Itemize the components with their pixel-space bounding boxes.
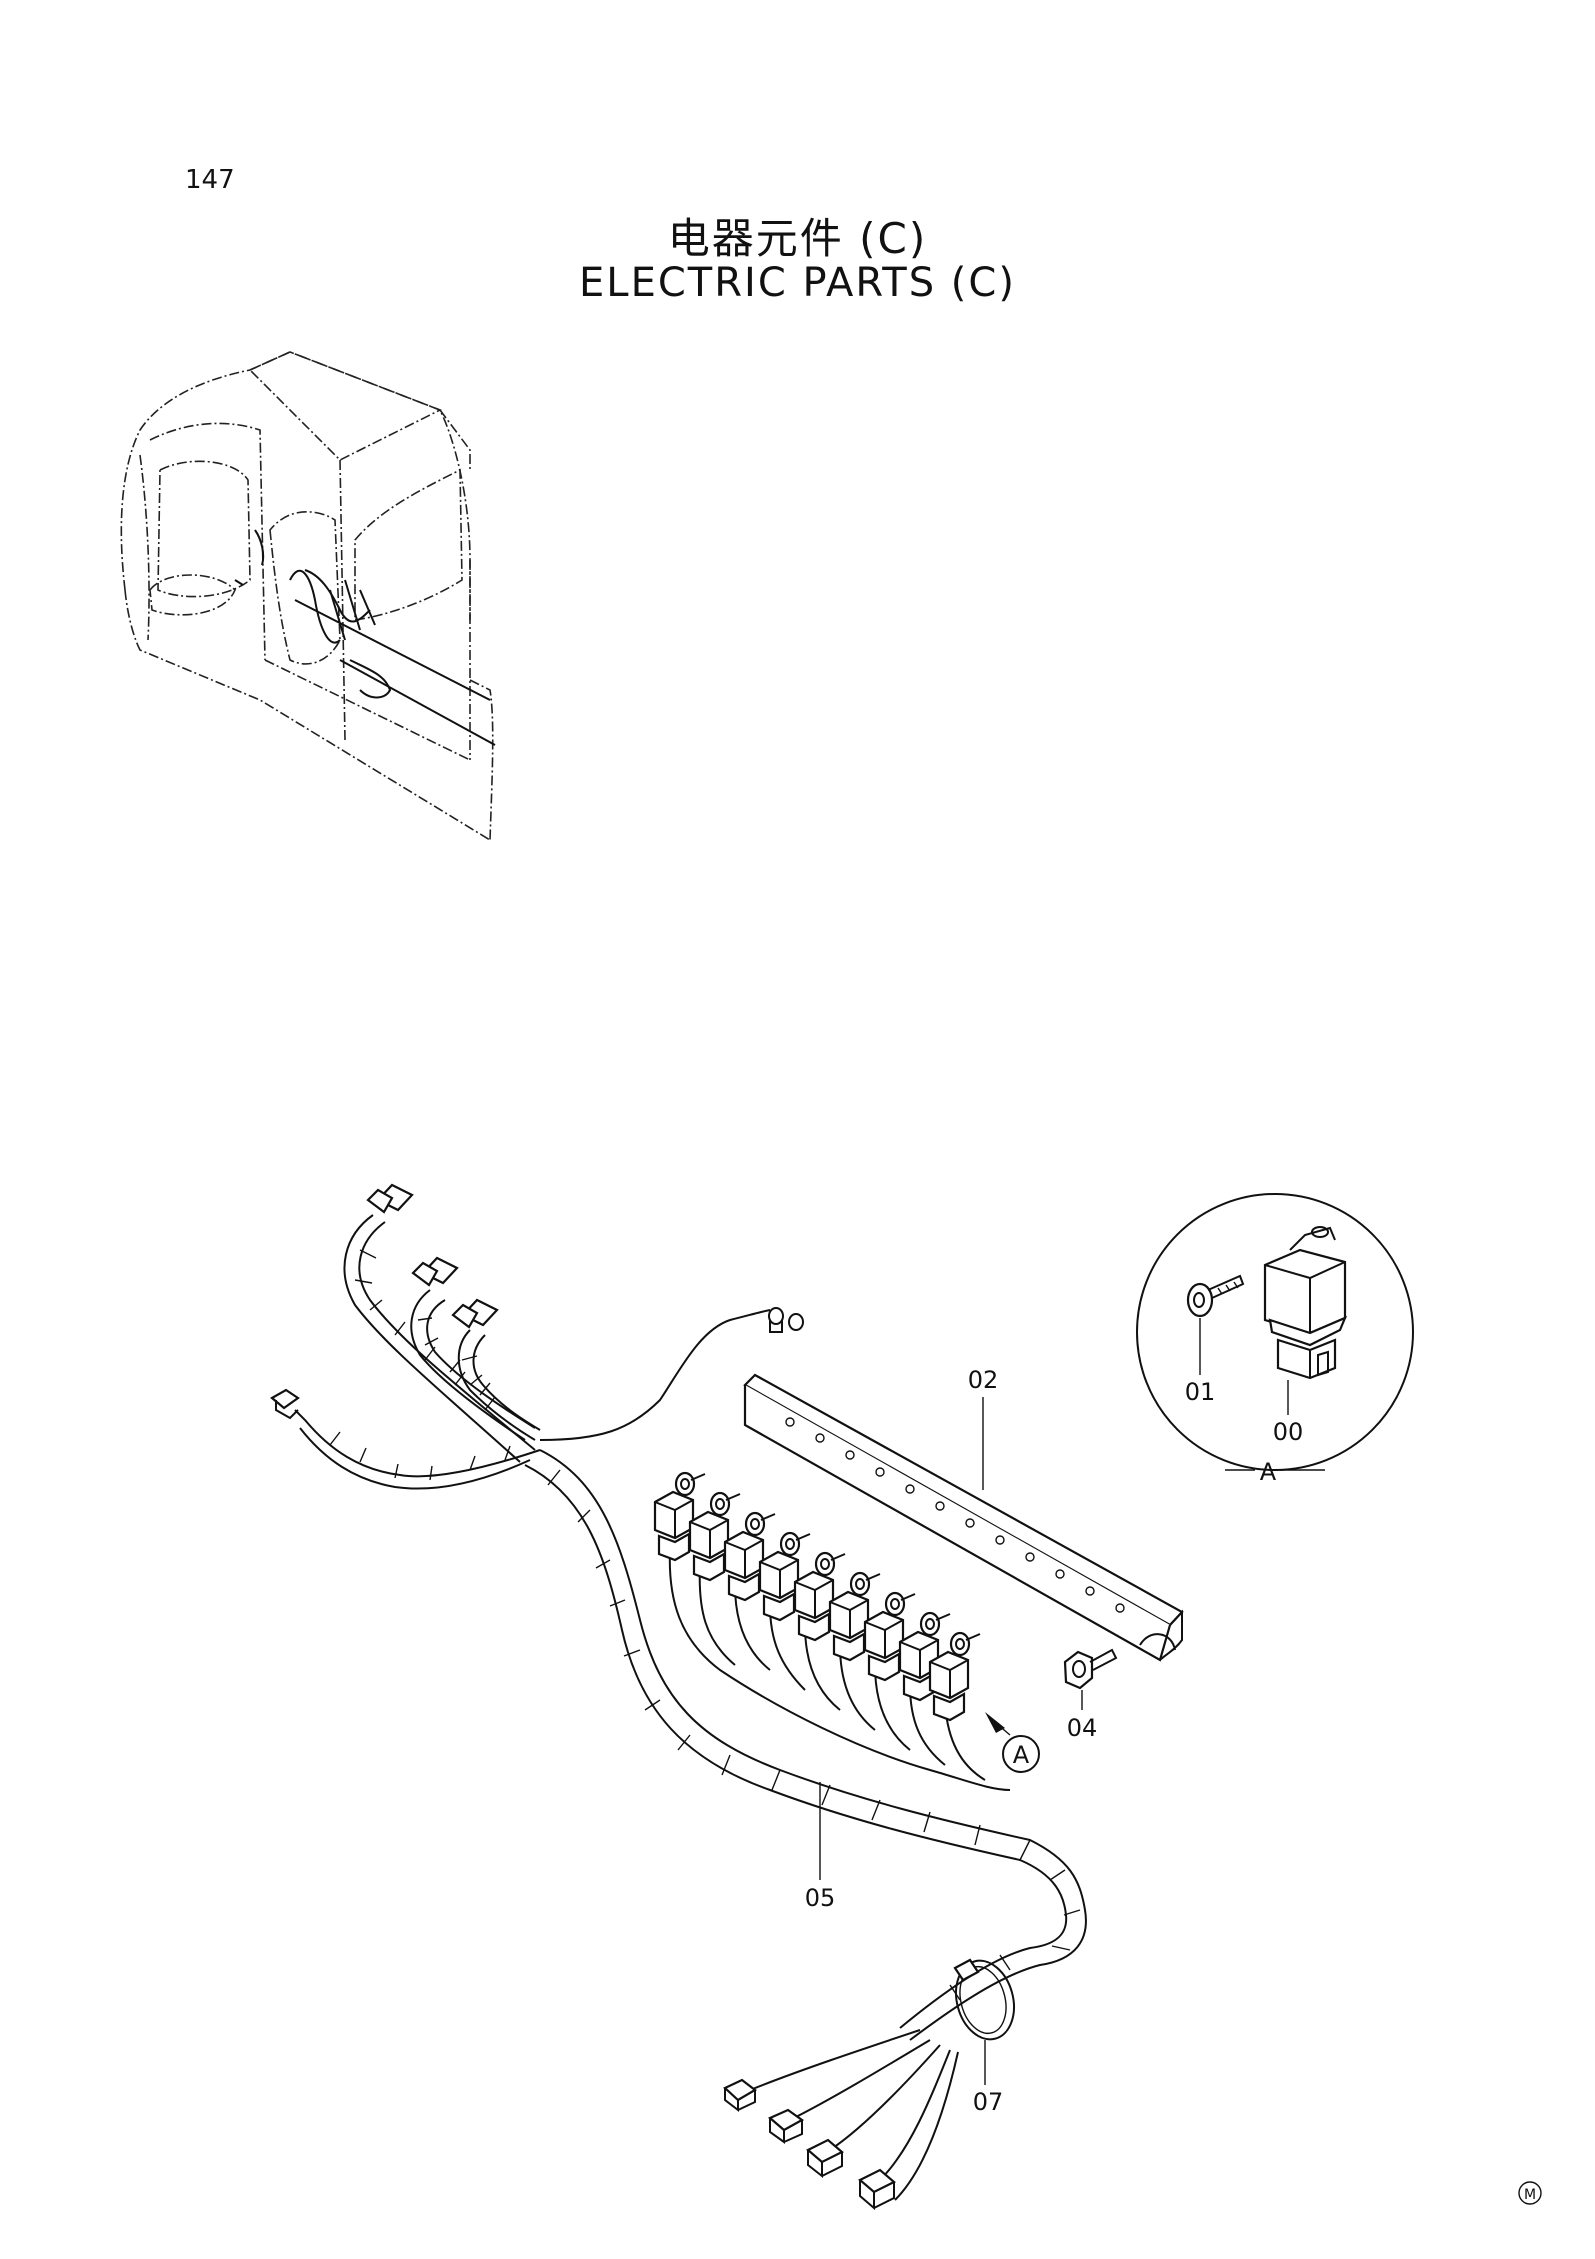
label-01: 01: [1185, 1378, 1216, 1406]
label-00: 00: [1273, 1418, 1304, 1446]
detail-a: [1136, 1193, 1414, 1471]
m-mark: M: [1524, 2187, 1536, 2203]
screw-04: [1063, 1648, 1118, 1710]
detail-a-circle: [1136, 1193, 1414, 1471]
cable-tie: [953, 1958, 1015, 2085]
relay-5: [793, 1551, 846, 1642]
callout-a-circle: [1002, 1735, 1040, 1773]
relay-9: [928, 1631, 981, 1722]
m-mark-circle: [1518, 2181, 1542, 2205]
lower-connectors: [723, 2029, 959, 2211]
wire-harness: [270, 1183, 1087, 2041]
relay-bracket: [743, 1373, 1184, 1662]
relay-2: [688, 1491, 741, 1582]
label-02: 02: [968, 1366, 999, 1394]
relay-8: [898, 1611, 951, 1702]
bracket-holes: [785, 1417, 1125, 1613]
callout-a-label: A: [1013, 1741, 1030, 1769]
label-04: 04: [1067, 1714, 1098, 1742]
cab-overview: [120, 351, 496, 841]
relay-row: [653, 1471, 1011, 1736]
relay-6: [828, 1571, 881, 1662]
label-07: 07: [973, 2088, 1004, 2116]
relay-3: [723, 1511, 776, 1602]
part-labels: 02 01 00 A 04 05 07 A M: [805, 1366, 1542, 2205]
label-05: 05: [805, 1884, 836, 1912]
title-chinese: 电器元件 (C): [667, 214, 928, 263]
detail-a-label: A: [1260, 1458, 1277, 1486]
page-number: 147: [185, 165, 235, 195]
title-english: ELECTRIC PARTS (C): [579, 260, 1016, 306]
